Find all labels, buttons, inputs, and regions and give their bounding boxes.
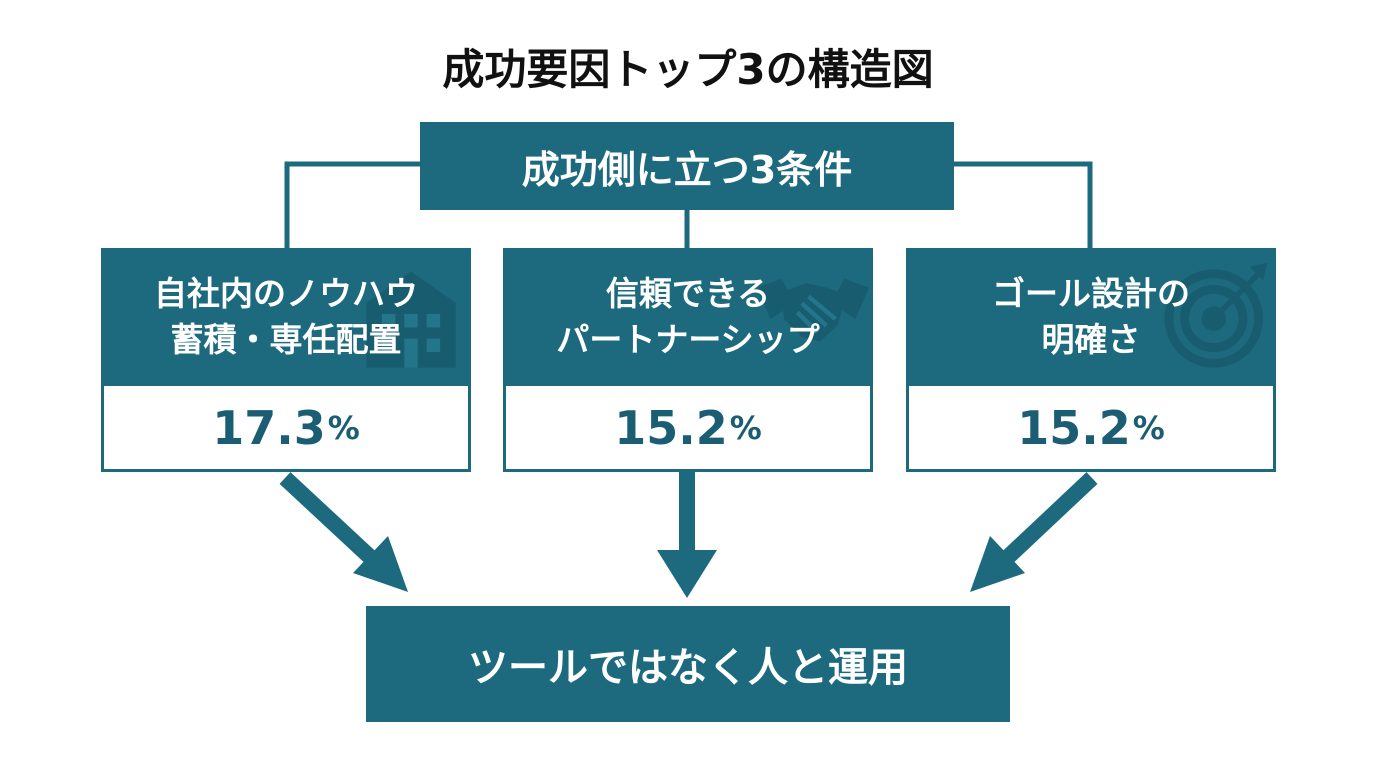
factor-unit: %: [1132, 408, 1165, 447]
factor-card-3: ゴール設計の 明確さ 15.2 %: [906, 248, 1276, 472]
factor-unit: %: [729, 408, 762, 447]
arrow-right-head: [970, 536, 1025, 592]
factor-value: 17.3: [212, 400, 326, 455]
target-icon: [1164, 262, 1268, 368]
arrow-right-shaft: [1002, 472, 1098, 563]
factor-card-2: 信頼できる パートナーシップ 15.2 %: [503, 248, 873, 472]
factor-label-line2: 蓄積・専任配置: [170, 320, 402, 359]
factor-label-line2: 明確さ: [1041, 320, 1141, 359]
factor-value: 15.2: [614, 400, 728, 455]
factor-label-line1: ゴール設計の: [992, 274, 1190, 314]
bottom-node: ツールではなく人と運用: [366, 606, 1010, 722]
arrow-left-shaft: [279, 472, 376, 563]
factor-label-line2: パートナーシップ: [556, 320, 820, 359]
arrow-left-head: [353, 536, 408, 592]
factor-value-box: 17.3 %: [101, 386, 471, 472]
top-node: 成功側に立つ3条件: [420, 122, 954, 210]
factor-unit: %: [327, 408, 360, 447]
factor-value-box: 15.2 %: [906, 386, 1276, 472]
factor-label: 自社内のノウハウ 蓄積・専任配置: [101, 248, 471, 386]
factor-card-1: 自社内のノウハウ 蓄積・専任配置 17.3 %: [101, 248, 471, 472]
factor-card-header: ゴール設計の 明確さ: [906, 248, 1276, 386]
factor-value: 15.2: [1017, 400, 1131, 455]
factor-label-line1: 信頼できる: [605, 274, 771, 314]
factor-label: ゴール設計の 明確さ: [906, 248, 1276, 386]
page-title: 成功要因トップ3の構造図: [442, 45, 934, 94]
factor-value-box: 15.2 %: [503, 386, 873, 472]
handshake-icon: [757, 278, 869, 342]
connector-top-right: [954, 161, 1093, 248]
factor-label-line1: 自社内のノウハウ: [154, 274, 418, 314]
factor-card-header: 信頼できる パートナーシップ: [503, 248, 873, 386]
factor-card-header: 自社内のノウハウ 蓄積・専任配置: [101, 248, 471, 386]
factor-label: 信頼できる パートナーシップ: [503, 248, 873, 386]
building-icon: [366, 271, 456, 368]
arrow-center-head: [657, 550, 717, 598]
connector-top-left: [284, 161, 420, 248]
